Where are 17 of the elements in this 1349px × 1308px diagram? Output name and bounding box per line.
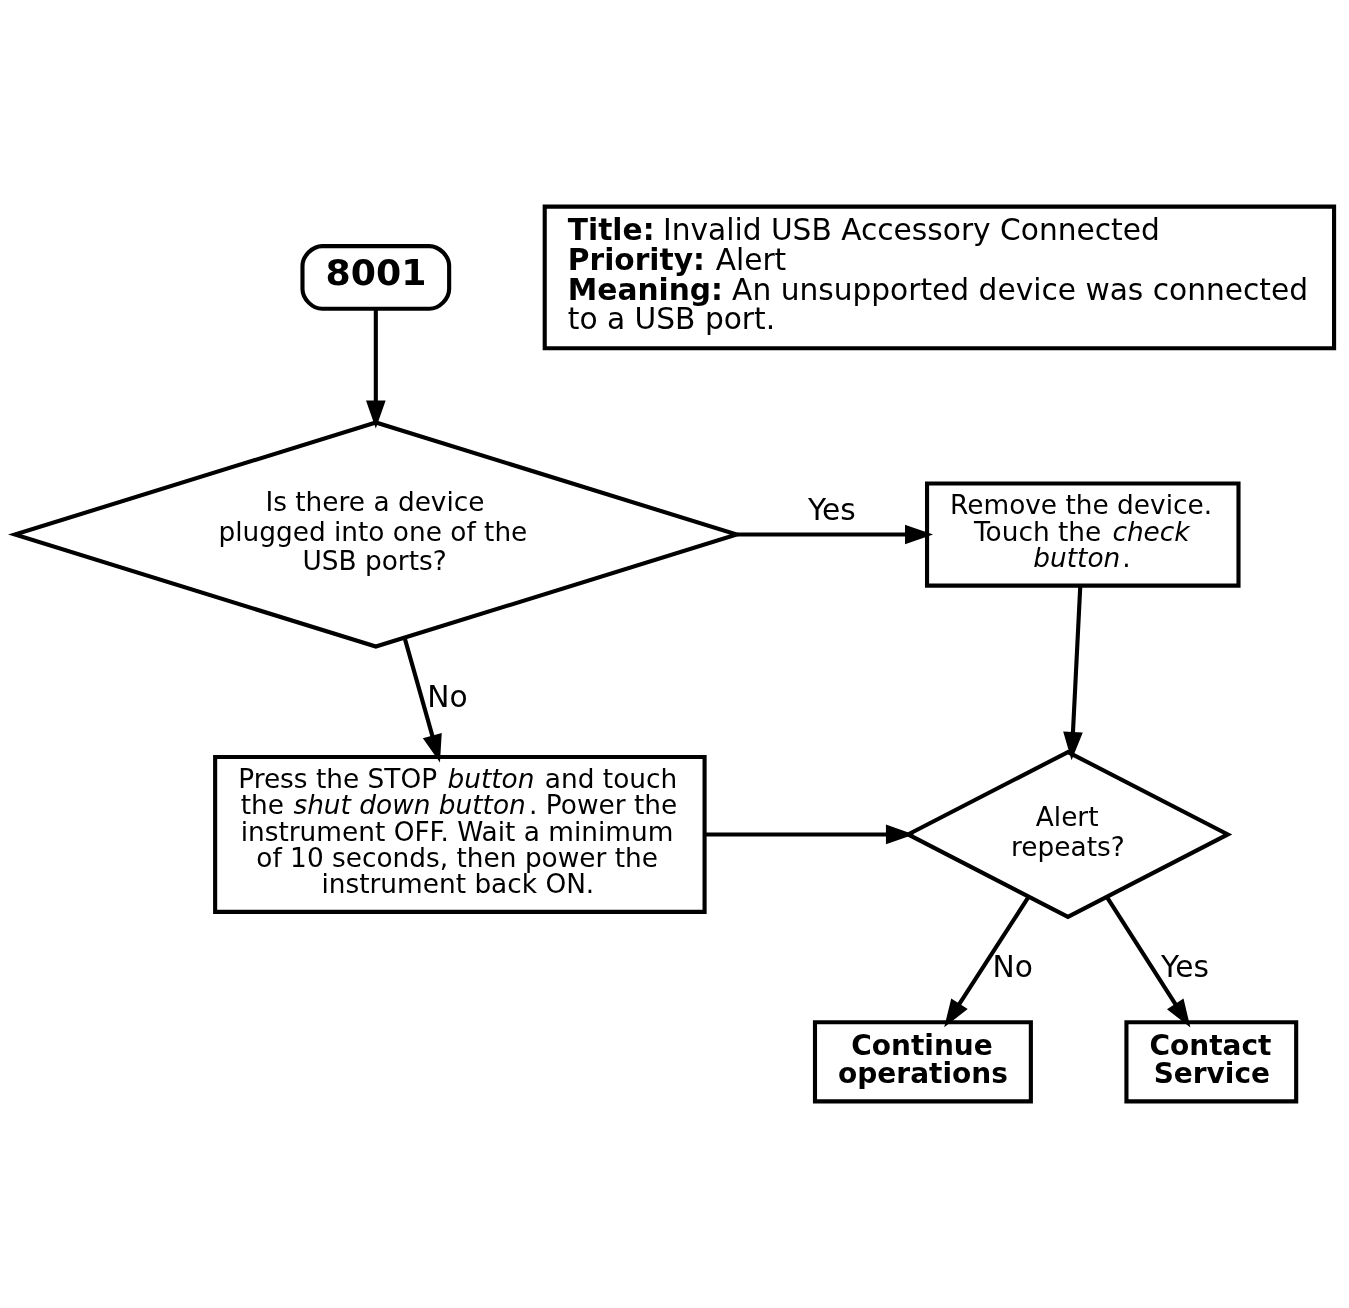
edge-label: Yes — [807, 492, 856, 528]
edge-label: Yes — [1161, 948, 1209, 984]
node-box: Press the STOP button and touch the shut down button. Power the instrument OFF. Wait a minimum of 10 seconds, then power the instrument back ON. — [213, 754, 707, 914]
edge-label: No — [992, 948, 1033, 984]
node-box: Contact Service — [1124, 1020, 1299, 1104]
node-box: 8001 — [300, 244, 452, 311]
arrow — [944, 895, 1031, 1028]
arrow — [1063, 585, 1083, 761]
edge-label: No — [427, 678, 468, 714]
node-box: Continue operations — [812, 1020, 1033, 1104]
arrow — [366, 309, 386, 429]
arrow — [402, 637, 442, 763]
arrow — [705, 824, 914, 845]
arrow — [1105, 896, 1191, 1028]
arrow — [737, 524, 934, 545]
node-box: Remove the device. Touch the check button. — [925, 481, 1241, 588]
node-box: Title: Invalid USB Accessory Connected Priority: Alert Meaning: An unsupported device was connected to a USB port. — [542, 204, 1337, 351]
